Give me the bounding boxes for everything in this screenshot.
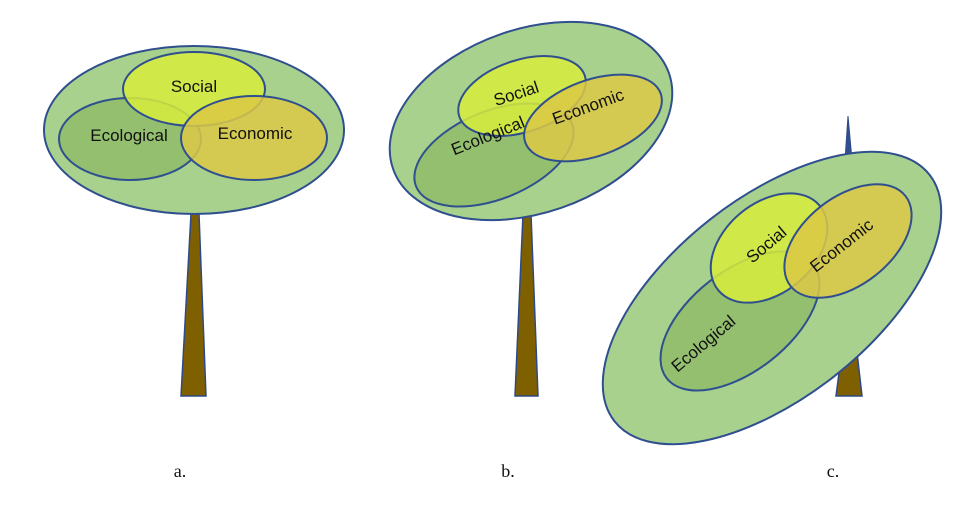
tree-a-trunk bbox=[180, 213, 207, 397]
tree-a-social-label: Social bbox=[171, 77, 217, 96]
tree-b: Social Ecological Economic b. bbox=[388, 20, 674, 481]
tree-b-trunk bbox=[514, 213, 539, 397]
tree-b-economic-circle bbox=[523, 73, 663, 163]
tree-c-caption: c. bbox=[827, 461, 840, 481]
tree-c: Social Ecological Economic c. bbox=[601, 115, 943, 481]
tree-a-economic-label: Economic bbox=[218, 124, 293, 143]
tree-b-caption: b. bbox=[501, 461, 515, 481]
tree-a-ecological-label: Ecological bbox=[90, 126, 168, 145]
tree-a-caption: a. bbox=[174, 461, 187, 481]
tree-c-economic-circle bbox=[783, 183, 913, 299]
tree-a: Social Ecological Economic a. bbox=[43, 45, 345, 481]
tree-a-economic-circle bbox=[180, 95, 328, 181]
